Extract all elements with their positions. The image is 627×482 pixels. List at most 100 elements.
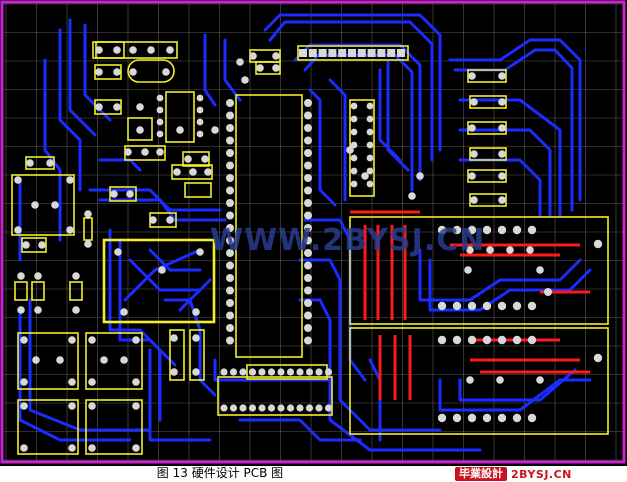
solder-pad xyxy=(120,356,128,364)
solder-pad xyxy=(305,404,314,412)
site-logo: 毕業設計 2BYSJ.CN xyxy=(455,466,625,482)
solder-pad xyxy=(132,402,140,410)
solder-pad xyxy=(14,226,22,234)
solder-pad xyxy=(304,136,312,145)
connector-outline-lower xyxy=(349,327,609,435)
solder-pad xyxy=(467,225,477,235)
solder-pad xyxy=(34,306,42,314)
solder-pad xyxy=(84,210,92,218)
solder-pad xyxy=(470,150,478,158)
solder-pad xyxy=(482,413,492,423)
solder-pad xyxy=(170,334,178,342)
solder-pad xyxy=(66,176,74,184)
solder-pad xyxy=(544,288,552,296)
solder-pad xyxy=(304,236,312,245)
solder-pad xyxy=(452,225,462,235)
solder-pad xyxy=(226,211,234,220)
solder-pad xyxy=(497,225,507,235)
solder-pad xyxy=(226,336,234,345)
solder-pad xyxy=(132,378,140,386)
solder-pad xyxy=(527,335,537,345)
solder-pad xyxy=(304,324,312,332)
solder-pad xyxy=(113,46,121,54)
solder-pad xyxy=(32,356,40,364)
crystal-outline xyxy=(127,59,175,83)
solder-pad xyxy=(366,115,374,123)
solder-pad xyxy=(416,172,424,180)
solder-pad xyxy=(277,404,285,412)
solder-pad xyxy=(136,103,144,111)
solder-pad xyxy=(132,444,140,452)
solder-pad xyxy=(366,154,374,162)
solder-pad xyxy=(249,52,257,60)
switch-outline-1 xyxy=(17,332,79,390)
solder-pad xyxy=(20,336,28,344)
solder-pad xyxy=(482,225,492,235)
solder-pad xyxy=(226,161,234,170)
switch-outline-3 xyxy=(17,399,79,455)
solder-pad xyxy=(437,225,447,235)
solder-pad xyxy=(467,301,477,311)
solder-pad xyxy=(114,248,122,256)
solder-pad xyxy=(272,52,280,60)
connector-outline-upper xyxy=(349,216,609,325)
solder-pad xyxy=(95,103,103,111)
solder-pad xyxy=(593,239,603,249)
solder-pad xyxy=(226,261,234,270)
solder-pad xyxy=(184,155,192,163)
solder-pad xyxy=(196,130,204,138)
solder-pad xyxy=(468,172,476,180)
resistor-outline-10 xyxy=(25,156,55,170)
solder-pad xyxy=(304,99,312,107)
solder-pad xyxy=(226,174,234,182)
solder-pad xyxy=(113,68,121,76)
solder-pad xyxy=(173,168,181,176)
switch-outline-4 xyxy=(85,399,143,455)
solder-pad xyxy=(129,46,137,54)
solder-pad xyxy=(17,306,25,314)
solder-pad xyxy=(220,368,228,376)
solder-pad xyxy=(304,249,312,257)
solder-pad xyxy=(88,444,96,452)
solder-pad xyxy=(226,99,234,107)
power-outline xyxy=(11,174,75,236)
solder-pad xyxy=(66,226,74,234)
solder-pad xyxy=(226,149,234,157)
solder-pad xyxy=(318,49,327,57)
solder-pad xyxy=(350,115,358,123)
solder-pad xyxy=(110,190,118,198)
solder-pad xyxy=(51,201,59,209)
solder-pad xyxy=(348,49,356,57)
solder-pad xyxy=(304,299,312,307)
solder-pad xyxy=(482,335,492,345)
solder-pad xyxy=(470,98,478,106)
solder-pad xyxy=(88,378,96,386)
solder-pad xyxy=(68,378,76,386)
solder-pad xyxy=(304,174,312,182)
solder-pad xyxy=(132,336,140,344)
solder-pad xyxy=(506,246,514,254)
grid xyxy=(4,3,624,462)
solder-pad xyxy=(239,404,247,412)
solder-pad xyxy=(176,126,184,134)
solder-pad xyxy=(229,368,238,376)
resistor-outline-7 xyxy=(184,182,212,198)
solder-pad xyxy=(527,413,537,423)
solder-pad xyxy=(68,336,76,344)
solder-pad xyxy=(258,404,266,412)
solder-pad xyxy=(136,126,144,134)
diode-outline-3 xyxy=(69,281,83,301)
solder-pad xyxy=(258,368,266,376)
solder-pad xyxy=(88,402,96,410)
solder-pad xyxy=(158,266,166,274)
solder-pad xyxy=(350,154,358,162)
solder-pad xyxy=(350,141,358,149)
resistor-outline-5 xyxy=(182,151,210,167)
solder-pad xyxy=(226,286,234,295)
solder-pad xyxy=(498,72,506,80)
solder-pad xyxy=(452,335,462,345)
solder-pad xyxy=(156,130,164,138)
solder-pad xyxy=(68,402,76,410)
solder-pad xyxy=(88,336,96,344)
solder-pad xyxy=(124,148,132,156)
